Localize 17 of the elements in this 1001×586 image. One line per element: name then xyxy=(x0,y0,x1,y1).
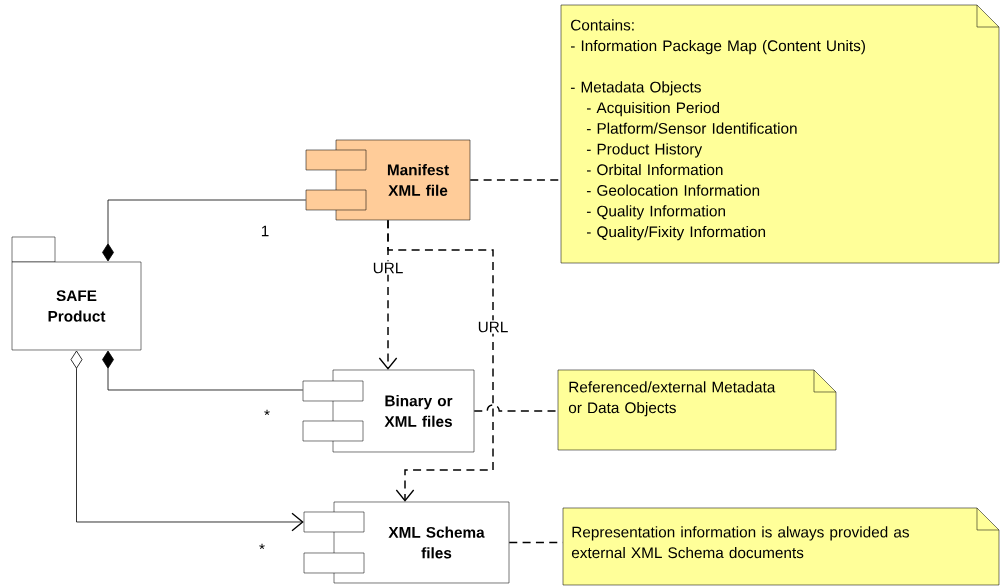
multiplicity-label: * xyxy=(264,409,270,416)
note: Referenced/external Metadata or Data Objects xyxy=(557,369,837,451)
component-box: XML Schema files xyxy=(303,501,510,584)
connector xyxy=(387,219,494,502)
connector xyxy=(102,350,304,391)
multiplicity-label: 1 xyxy=(261,225,269,237)
component-box: Manifest XML file xyxy=(305,139,471,221)
connector xyxy=(70,350,304,532)
connector xyxy=(102,199,307,262)
edge-label: URL xyxy=(371,261,405,275)
note: Representation information is always provided as external XML Schema documents xyxy=(562,507,1000,586)
note: Contains: - Information Package Map (Content Units) - Metadata Objects - Acquisition Period - Platform/Sensor Identification - Product History - Orbital Information - Geolocation Information - Quality Information - Quality/Fixity Information xyxy=(560,4,1000,264)
edge-label: URL xyxy=(476,320,510,334)
package-box: SAFE Product xyxy=(11,236,142,351)
component-box: Binary or XML files xyxy=(302,369,475,453)
connector xyxy=(473,404,559,412)
multiplicity-label: * xyxy=(259,543,265,550)
